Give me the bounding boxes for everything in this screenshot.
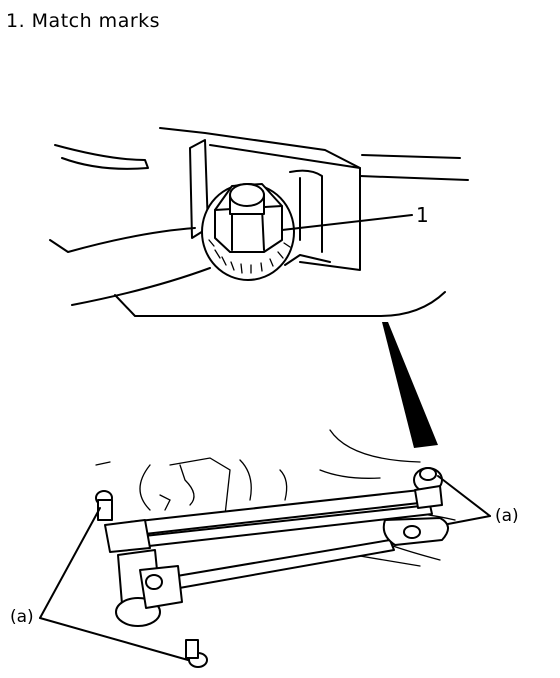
leader-left-a-2 bbox=[39, 617, 189, 661]
callout-label-a-left: (a) bbox=[10, 607, 34, 627]
figure-caption: 1. Match marks bbox=[6, 10, 161, 32]
match-marks bbox=[208, 239, 291, 274]
callout-number-1: 1 bbox=[416, 203, 429, 227]
view-pointer bbox=[382, 322, 438, 448]
leader-right-a-2 bbox=[447, 515, 491, 525]
linkage-assembly bbox=[39, 429, 491, 668]
leader-left-a-1 bbox=[39, 507, 101, 619]
detail-view bbox=[49, 127, 469, 317]
callout-label-a-right: (a) bbox=[495, 506, 519, 526]
leader-right-a-1 bbox=[437, 475, 491, 517]
leader-line-1 bbox=[281, 214, 413, 231]
